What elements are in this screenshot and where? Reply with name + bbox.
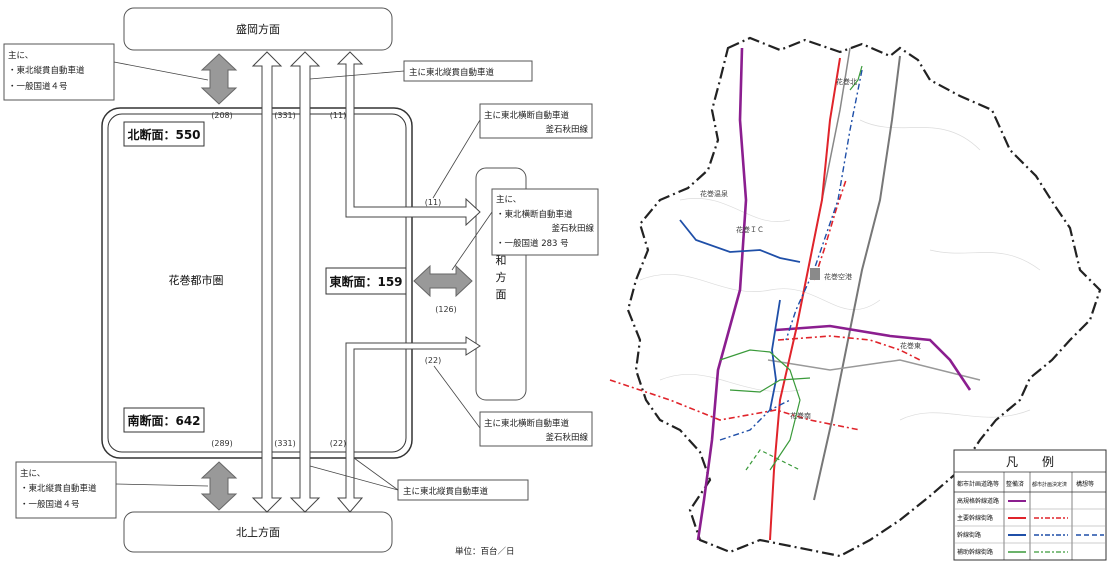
through-arrow-center bbox=[251, 51, 283, 513]
east-direction-char-4: 面 bbox=[496, 288, 507, 301]
expressway-route bbox=[696, 47, 748, 541]
note-east-upper-line1: 主に東北横断自動車道 bbox=[484, 110, 570, 121]
east-section-label: 東断面：159 bbox=[329, 274, 402, 289]
expressway-east bbox=[775, 324, 972, 391]
note-southwest-title: 主に、 bbox=[20, 468, 45, 479]
north-direction-box: 盛岡方面 bbox=[123, 7, 393, 51]
south-direction-box: 北上方面 bbox=[123, 511, 393, 553]
note-east-mid-line1: ・東北横断自動車道 bbox=[496, 209, 573, 220]
count-north-c: (11) bbox=[330, 111, 346, 120]
east-gray-arrow bbox=[413, 264, 473, 298]
count-south-b: (331) bbox=[274, 439, 296, 448]
north-direction-label: 盛岡方面 bbox=[236, 22, 280, 36]
count-south-a: (289) bbox=[211, 439, 233, 448]
legend-row-major: 主要幹線街路 bbox=[957, 514, 993, 522]
major-trunk-northeast bbox=[813, 179, 847, 281]
north-gray-arrow bbox=[200, 53, 238, 105]
east-direction-char-3: 方 bbox=[496, 270, 507, 284]
leader-northeast bbox=[309, 70, 405, 80]
count-north-b: (331) bbox=[274, 111, 296, 120]
road-network-map: 花巻空港 花巻北 花巻ＩＣ 花巻東 花巻南 花巻温泉 凡 例 都市計画道路等 整… bbox=[609, 36, 1107, 561]
trunk-road-central bbox=[769, 299, 781, 411]
leader-southeast-2 bbox=[353, 457, 399, 491]
note-northwest: 主に、 ・東北縦貫自動車道 ・一般国道４号 bbox=[3, 43, 115, 101]
rail-east bbox=[767, 359, 981, 381]
count-east-main: (126) bbox=[435, 305, 457, 314]
note-southwest: 主に、 ・東北縦貫自動車道 ・一般国道４号 bbox=[15, 461, 117, 519]
airport-marker bbox=[810, 268, 820, 280]
terrain-lines bbox=[639, 119, 1041, 421]
municipal-boundary bbox=[626, 36, 1102, 558]
east-direction-char-2: 和 bbox=[496, 254, 507, 267]
major-trunk-east bbox=[777, 335, 921, 361]
legend-row-expressway: 高規格幹線道路 bbox=[957, 497, 999, 505]
city-area-label: 花巻都市圏 bbox=[169, 273, 224, 287]
note-northwest-line2: ・一般国道４号 bbox=[8, 81, 68, 92]
east-section-box: 東断面：159 bbox=[325, 267, 407, 295]
leader-southwest bbox=[115, 483, 209, 487]
traffic-flow-diagram: 盛岡方面 北上方面 東 和 方 面 花巻都市圏 北断面：550 南断面：642 … bbox=[3, 7, 599, 557]
note-east-lower-line2: 釜石秋田線 bbox=[545, 432, 588, 443]
south-direction-label: 北上方面 bbox=[236, 525, 280, 539]
note-southeast: 主に東北縦貫自動車道 bbox=[397, 479, 529, 501]
railway-line bbox=[813, 55, 901, 501]
note-southwest-line2: ・一般国道４号 bbox=[20, 499, 80, 510]
legend-title: 凡 例 bbox=[1006, 455, 1054, 469]
legend-header-decided: 都市計画決定済 bbox=[1032, 481, 1067, 488]
note-east-upper-line2: 釜石秋田線 bbox=[545, 124, 588, 135]
place-ic: 花巻ＩＣ bbox=[736, 225, 764, 234]
leader-east-mid bbox=[451, 211, 493, 271]
leader-northwest bbox=[113, 61, 209, 81]
south-gray-arrow bbox=[200, 461, 238, 511]
trunk-road-planned bbox=[785, 69, 863, 341]
legend-row-aux: 補助幹線街路 bbox=[957, 548, 993, 556]
south-section-box: 南断面：642 bbox=[123, 407, 205, 433]
note-southwest-line1: ・東北縦貫自動車道 bbox=[20, 483, 97, 494]
count-south-c: (22) bbox=[330, 439, 346, 448]
aux-road-2 bbox=[729, 377, 811, 393]
note-northwest-line1: ・東北縦貫自動車道 bbox=[8, 65, 85, 76]
legend-row-trunk: 幹線街路 bbox=[957, 531, 981, 539]
note-east-mid-line2: 釜石秋田線 bbox=[551, 223, 594, 234]
aux-road-1 bbox=[719, 349, 801, 471]
leader-southeast bbox=[309, 465, 399, 491]
note-east-mid-line3: ・一般国道 283 号 bbox=[496, 238, 569, 249]
note-east-lower: 主に東北横断自動車道 釜石秋田線 bbox=[479, 411, 593, 447]
leader-east-upper bbox=[432, 119, 481, 199]
aux-road-4 bbox=[745, 449, 801, 471]
map-legend: 凡 例 都市計画道路等 整備済 都市計画決定済 構想等 高規格幹線道路 主要幹線… bbox=[953, 449, 1107, 561]
trunk-road-sw bbox=[719, 399, 791, 441]
north-section-label: 北断面：550 bbox=[127, 127, 200, 142]
place-north: 花巻北 bbox=[836, 77, 857, 86]
count-east-upper: (11) bbox=[425, 198, 441, 207]
note-east-mid: 主に、 ・東北横断自動車道 釜石秋田線 ・一般国道 283 号 bbox=[491, 188, 599, 256]
note-east-mid-title: 主に、 bbox=[496, 194, 521, 205]
place-airport: 花巻空港 bbox=[824, 272, 852, 281]
south-section-label: 南断面：642 bbox=[127, 413, 200, 428]
legend-header-road: 都市計画道路等 bbox=[957, 480, 999, 488]
legend-header-plan: 構想等 bbox=[1076, 480, 1094, 488]
north-section-box: 北断面：550 bbox=[123, 121, 205, 147]
note-southeast-text: 主に東北縦貫自動車道 bbox=[403, 486, 489, 497]
through-arrow-right bbox=[289, 51, 321, 513]
major-trunk-north bbox=[769, 57, 841, 541]
count-east-lower: (22) bbox=[425, 356, 441, 365]
leader-east-lower bbox=[433, 365, 481, 429]
bent-arrow-north-east bbox=[336, 51, 481, 227]
major-trunk-west bbox=[609, 379, 861, 431]
legend-header-done: 整備済 bbox=[1006, 480, 1024, 488]
unit-label: 単位：百台／日 bbox=[455, 546, 515, 557]
place-hot-spring: 花巻温泉 bbox=[700, 189, 728, 198]
note-northwest-title: 主に、 bbox=[8, 50, 33, 61]
place-south: 花巻南 bbox=[790, 411, 811, 420]
note-northeast-text: 主に東北縦貫自動車道 bbox=[409, 67, 495, 78]
count-north-a: (208) bbox=[211, 111, 233, 120]
place-east: 花巻東 bbox=[900, 341, 921, 350]
trunk-road-west bbox=[679, 219, 801, 263]
note-east-lower-line1: 主に東北横断自動車道 bbox=[484, 418, 570, 429]
aux-road-3 bbox=[849, 65, 863, 91]
note-northeast: 主に東北縦貫自動車道 bbox=[403, 60, 533, 82]
bent-arrow-east-south bbox=[336, 336, 481, 513]
note-east-upper: 主に東北横断自動車道 釜石秋田線 bbox=[479, 103, 593, 139]
